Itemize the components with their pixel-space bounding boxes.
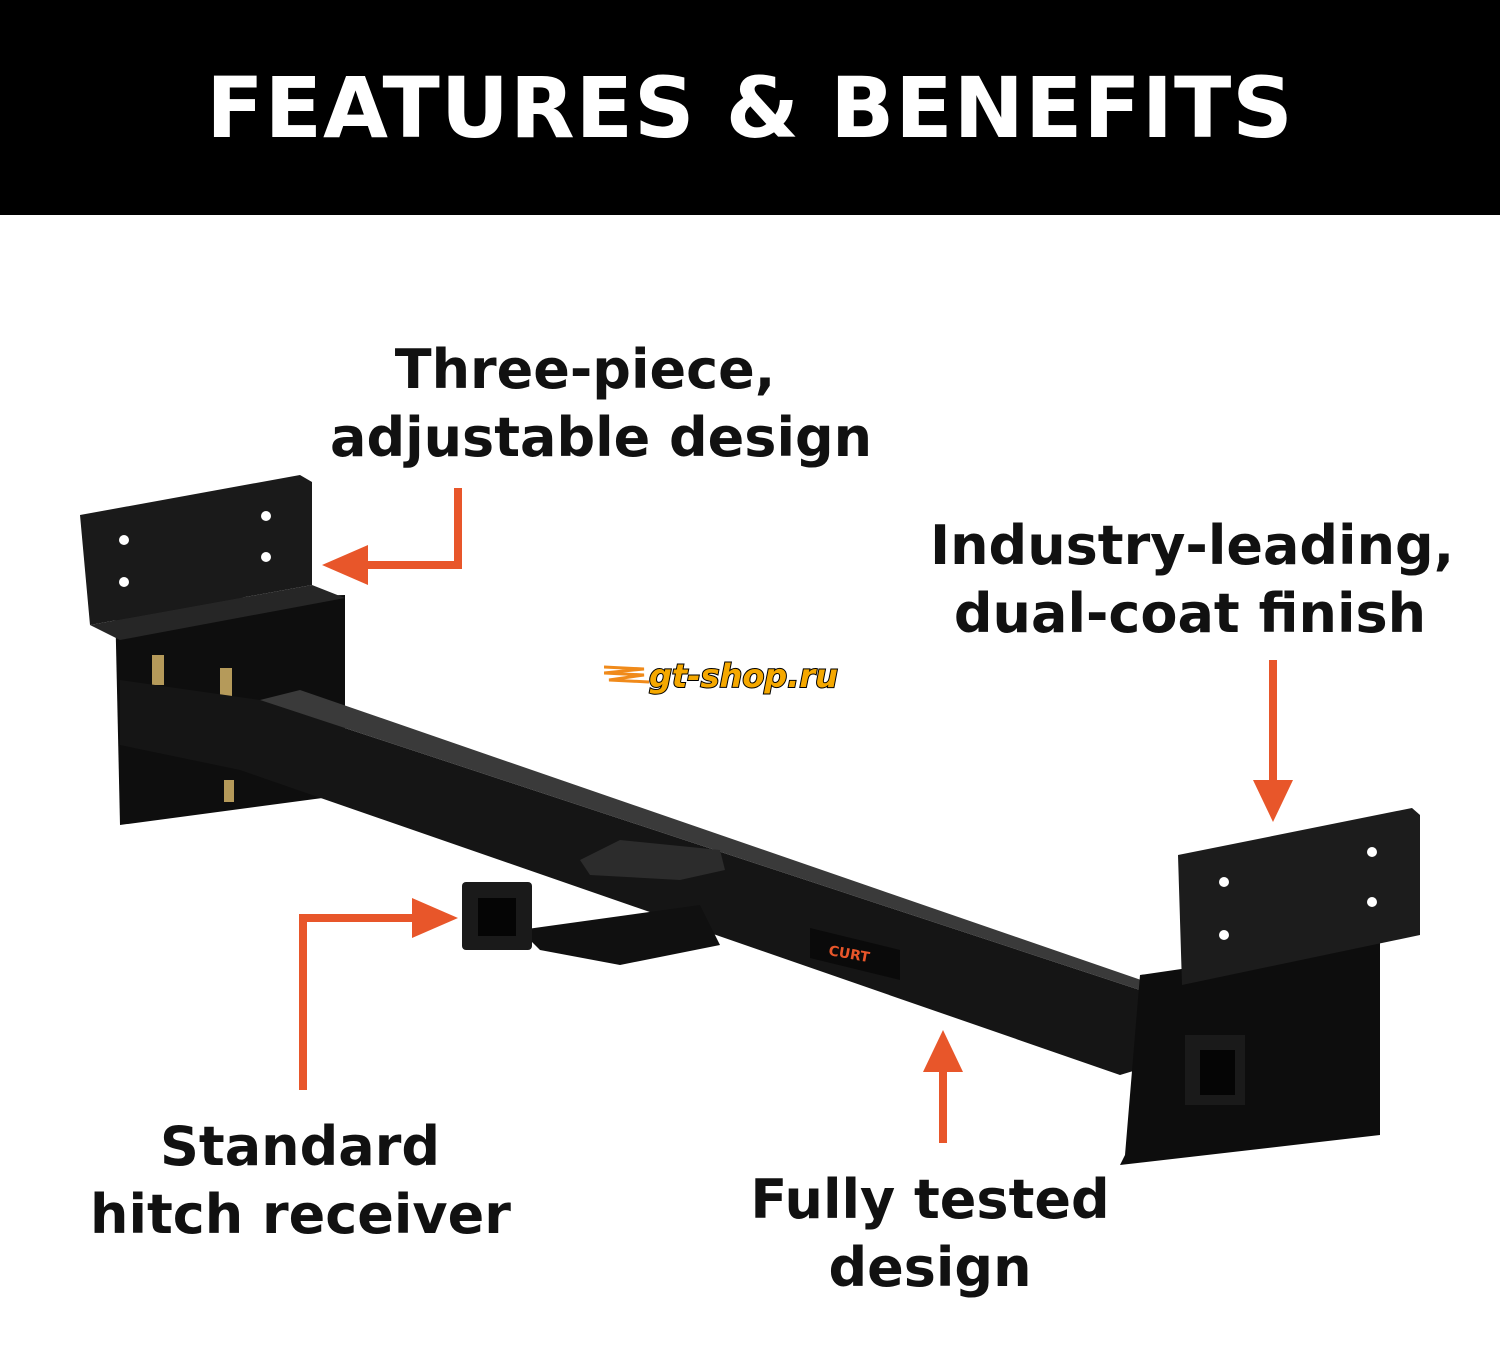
arrow-receiver	[299, 914, 420, 1090]
right-mount-plate-lower	[1120, 940, 1380, 1165]
header-banner: FEATURES & BENEFITS	[0, 0, 1500, 215]
feature-line: Fully tested	[750, 1168, 1110, 1231]
arrowhead-icon	[1253, 780, 1293, 822]
center-bracket	[580, 840, 725, 880]
feature-three-piece: Three-piece, adjustable design	[330, 336, 873, 472]
feature-finish: Industry-leading, dual-coat finish	[930, 512, 1455, 648]
arrowhead-icon	[322, 545, 368, 585]
feature-receiver: Standard hitch receiver	[90, 1113, 511, 1249]
svg-text:gt-shop.ru: gt-shop.ru	[649, 657, 838, 695]
feature-line: adjustable design	[330, 406, 873, 469]
feature-line: dual-coat finish	[953, 582, 1427, 645]
watermark-logo: gt-shop.ru	[604, 656, 839, 695]
feature-line: hitch receiver	[90, 1183, 511, 1246]
feature-tested: Fully tested design	[740, 1166, 1120, 1302]
feature-line: Industry-leading,	[930, 514, 1455, 577]
arrowhead-icon	[923, 1030, 963, 1072]
callout-arrows	[299, 488, 1277, 1143]
left-mount-plate-upper	[80, 475, 312, 625]
page-title: FEATURES & BENEFITS	[206, 58, 1294, 157]
arrow-three-piece	[360, 488, 462, 569]
feature-line: Three-piece,	[394, 338, 776, 401]
arrowhead-icon	[412, 898, 458, 938]
right-mount-plate-upper	[1178, 808, 1420, 985]
feature-line: Standard	[160, 1115, 440, 1178]
feature-line: design	[828, 1236, 1032, 1299]
brand-label: CURT	[827, 943, 871, 966]
